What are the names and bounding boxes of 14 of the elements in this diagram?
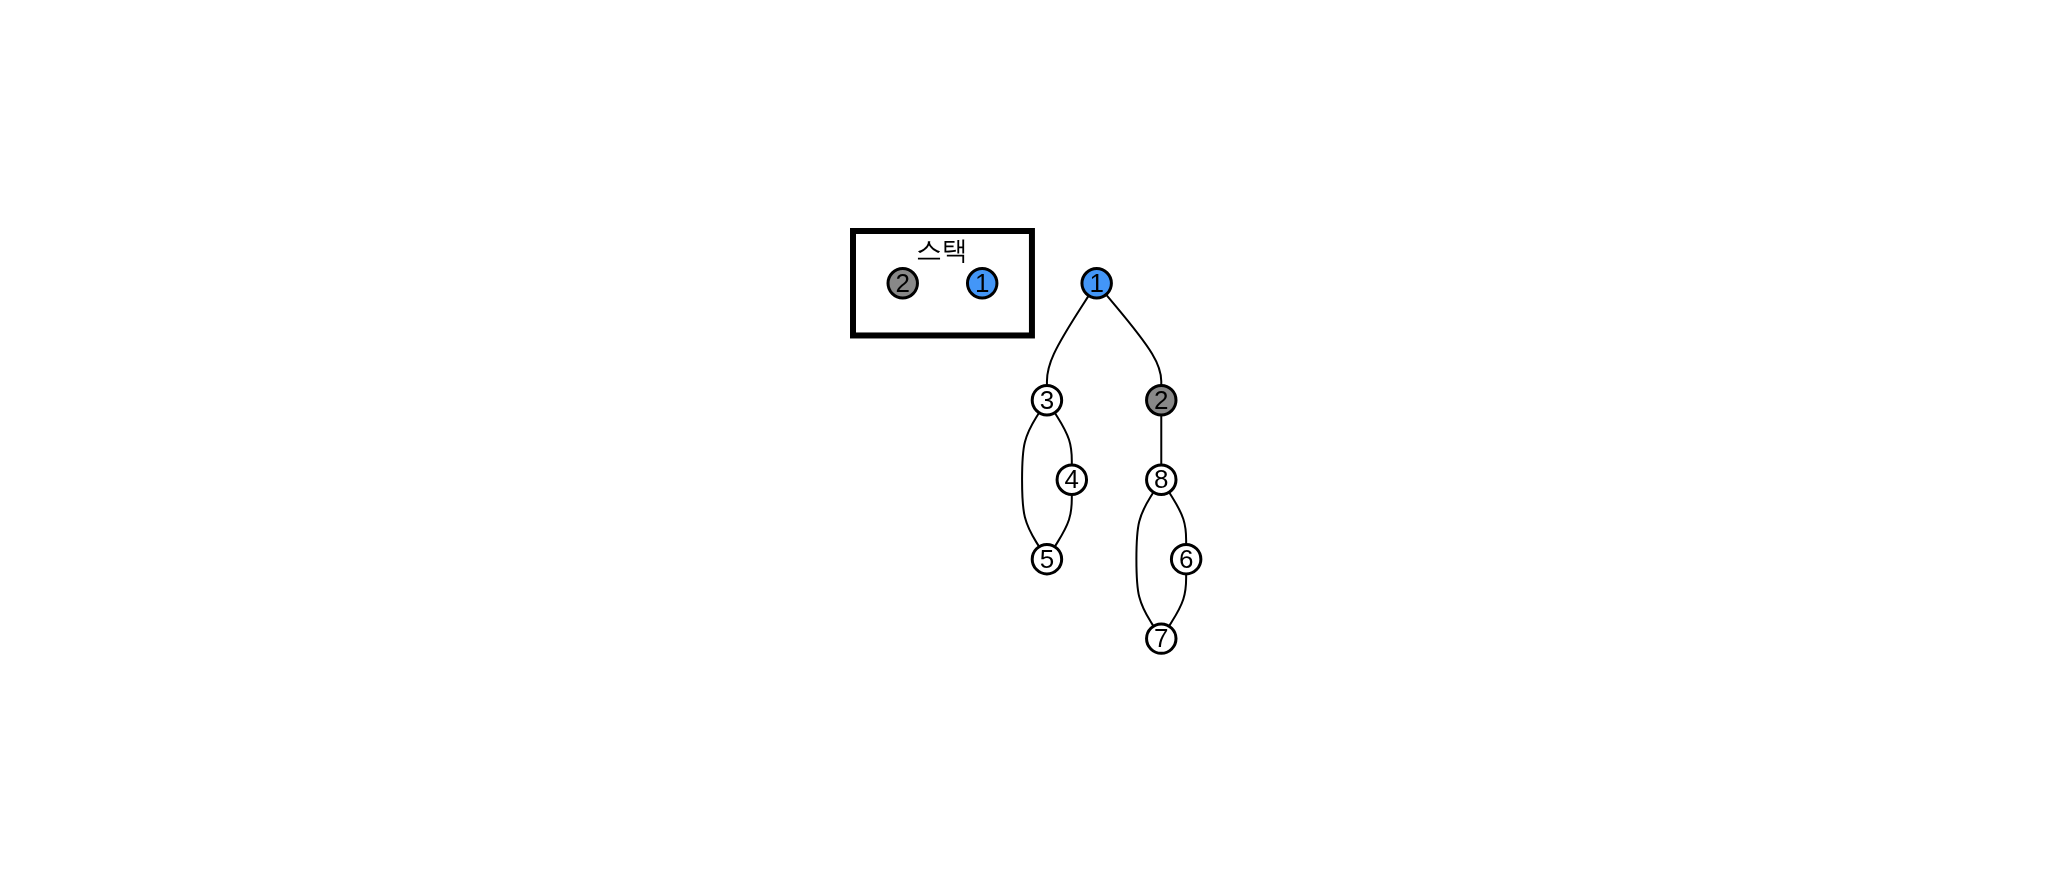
node-circle: 2	[886, 267, 920, 300]
node-circle: 2	[1145, 384, 1178, 417]
node-circle: 1	[1080, 267, 1113, 300]
node-circle: 3	[1030, 384, 1064, 417]
node-circle: 6	[1169, 543, 1203, 576]
node-circle: 5	[1030, 543, 1064, 576]
node-circle: 7	[1145, 622, 1178, 656]
node-circle: 4	[1055, 463, 1089, 497]
node-circle: 8	[1145, 463, 1178, 497]
connector	[1135, 491, 1155, 628]
connector	[1105, 293, 1163, 387]
connector	[1168, 491, 1188, 546]
connector	[1046, 295, 1090, 387]
node-circle: 1	[966, 267, 999, 300]
